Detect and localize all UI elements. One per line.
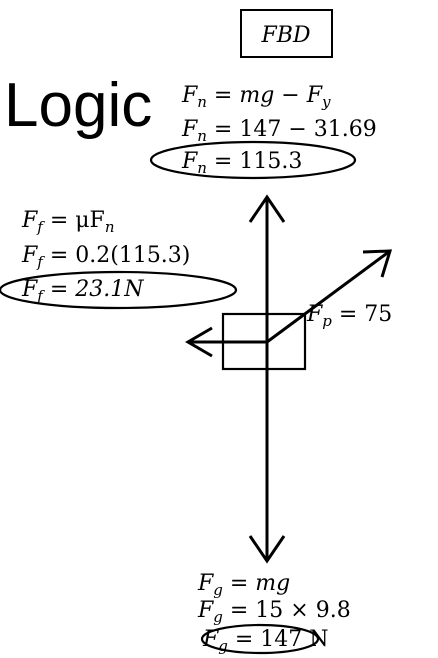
normal-force-arrowhead (248, 194, 286, 223)
fbd-title-box (240, 9, 333, 58)
logic-heading: Logic (4, 71, 152, 140)
normal-force-eq-1: Fn = mg − Fy (181, 83, 331, 111)
normal-force-result-ellipse (149, 140, 357, 180)
friction-force-result-ellipse (0, 270, 238, 310)
friction-force-eq-2: Ff = 0.2(115.3) (21, 243, 190, 271)
applied-force-arrowhead (362, 249, 393, 278)
applied-force-line (266, 249, 391, 344)
normal-force-eq-2: Fn = 147 − 31.69 (181, 117, 377, 145)
friction-force-arrowhead (185, 326, 213, 358)
fbd-title-label: FBD (260, 23, 310, 48)
gravity-force-eq-2: Fg = 15 × 9.8 (197, 598, 351, 626)
gravity-force-result-ellipse (200, 623, 320, 655)
gravity-force-eq-1: Fg = mg (197, 571, 290, 599)
friction-force-equations: Ff = μFn Ff = 0.2(115.3) Ff = 23.1N (0, 208, 238, 310)
gravity-force-equations: Fg = mg Fg = 15 × 9.8 Fg = 147 N (197, 571, 351, 655)
normal-force-equations: Fn = mg − Fy Fn = 147 − 31.69 Fn = 115.3 (149, 83, 377, 180)
gravity-force-arrowhead (248, 535, 286, 564)
normal-force-eq-3: Fn = 115.3 (181, 149, 302, 177)
friction-force-eq-1: Ff = μFn (21, 208, 114, 236)
applied-force-label: Fp = 75 (306, 302, 392, 330)
friction-force-eq-3: Ff = 23.1N (21, 277, 144, 305)
